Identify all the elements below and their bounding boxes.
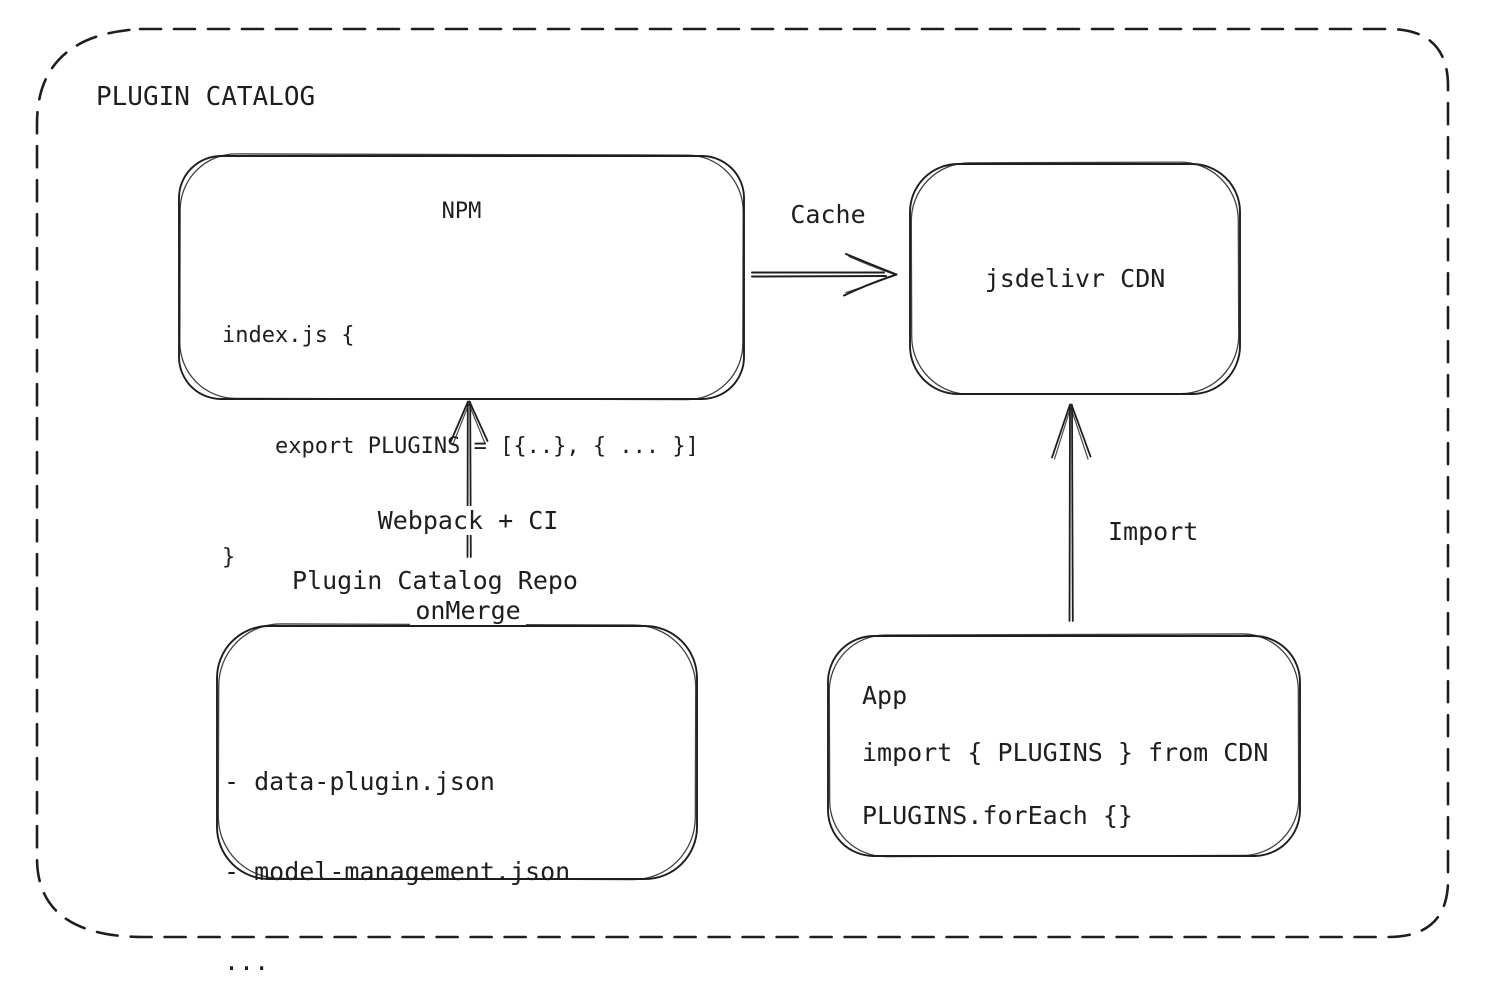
- npm-code-line: export PLUGINS = [{..}, { ... }]: [222, 434, 699, 459]
- repo-label: Plugin Catalog Repo: [292, 566, 578, 595]
- npm-code-line: }: [222, 545, 236, 570]
- cdn-box-label: jsdelivr CDN: [984, 264, 1166, 293]
- cache-arrow-label: Cache: [790, 200, 866, 229]
- app-code-line: import { PLUGINS } from CDN: [862, 738, 1269, 767]
- cdn-box: [909, 161, 1241, 396]
- repo-file-list: - data-plugin.json - model-management.js…: [224, 707, 570, 1002]
- npm-code-block: index.js { export PLUGINS = [{..}, { ...…: [222, 243, 699, 650]
- repo-file-item: ...: [224, 947, 270, 976]
- repo-file-item: - data-plugin.json: [224, 767, 495, 796]
- cache-arrow: [751, 253, 898, 297]
- import-arrow-label: Import: [1108, 517, 1199, 546]
- webpack-arrow-label: Webpack + CI onMerge: [348, 446, 588, 686]
- npm-box: [178, 153, 745, 401]
- repo-file-item: - model-management.json: [224, 857, 571, 886]
- import-arrow: [1051, 403, 1092, 622]
- app-box-title: App: [862, 681, 908, 710]
- webpack-label-line1: Webpack + CI: [372, 506, 564, 535]
- app-box: [827, 633, 1301, 858]
- app-code-line: PLUGINS.forEach {}: [862, 801, 1133, 830]
- npm-box-title: NPM: [441, 199, 482, 224]
- npm-code-line: index.js {: [222, 323, 355, 348]
- webpack-label-line2: onMerge: [410, 596, 526, 625]
- catalog-title: PLUGIN CATALOG: [96, 82, 316, 112]
- catalog-boundary-frame: [35, 27, 1450, 939]
